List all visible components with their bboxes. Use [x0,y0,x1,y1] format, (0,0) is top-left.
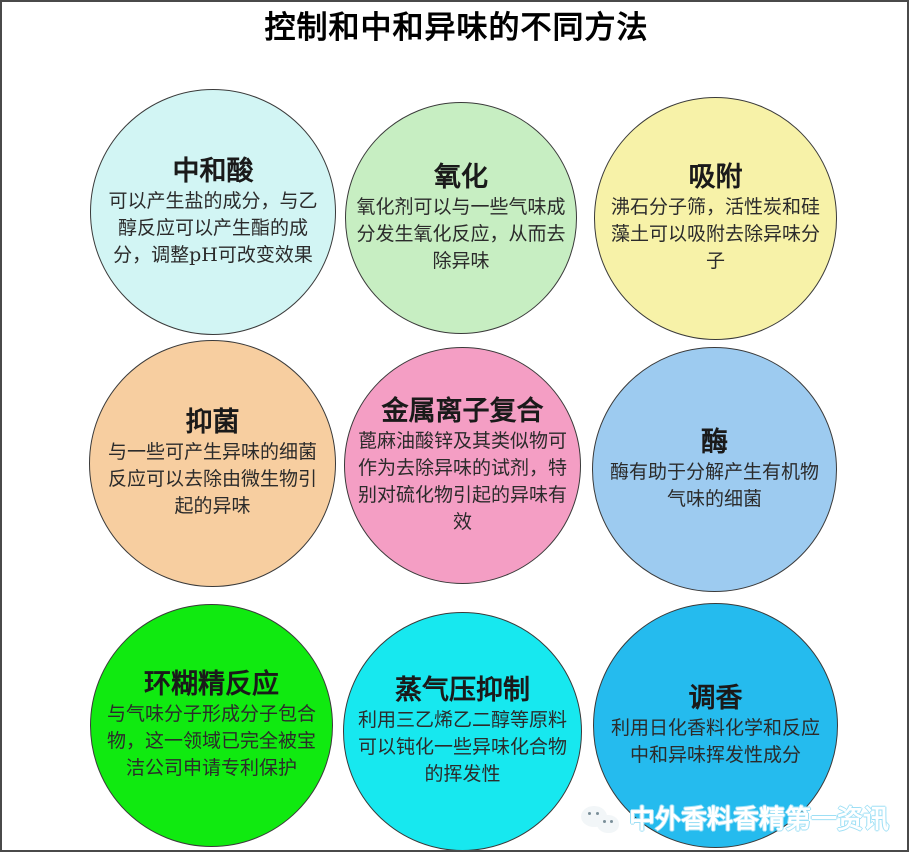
bubble-oxidation: 氧化 氧化剂可以与一些气味成分发生氧化反应，从而去除异味 [345,102,577,334]
bubble-title: 酶 [701,426,728,458]
bubble-title: 氧化 [434,161,488,193]
bubble-cyclodextrin-reaction: 环糊精反应 与气味分子形成分子包合物，这一领域已完全被宝洁公司申请专利保护 [90,604,333,847]
bubble-body: 可以产生盐的成分，与乙醇反应可以产生酯的成分，调整pH可改变效果 [108,189,318,266]
bubble-title: 中和酸 [172,155,254,187]
bubble-body: 氧化剂可以与一些气味成分发生氧化反应，从而去除异味 [356,195,566,272]
bubble-title: 蒸气压抑制 [395,675,530,706]
bubble-body: 利用日化香料化学和反应中和异味挥发性成分 [610,716,820,766]
bubble-fragrance-compounding: 调香 利用日化香料化学和反应中和异味挥发性成分 [593,603,838,848]
bubble-antibacterial: 抑菌 与一些可产生异味的细菌反应可以去除由微生物引起的异味 [89,340,336,587]
bubble-vapor-pressure-suppression: 蒸气压抑制 利用三乙烯乙二醇等原料可以钝化一些异味化合物的挥发性 [343,612,582,850]
bubble-body: 利用三乙烯乙二醇等原料可以钝化一些异味化合物的挥发性 [357,709,567,785]
bubble-body: 酶有助于分解产生有机物气味的细菌 [609,460,819,510]
bubble-body: 蓖麻油酸锌及其类似物可作为去除异味的试剂，特别对硫化物引起的异味有效 [357,429,567,533]
bubble-title: 环糊精反应 [144,669,279,700]
bubble-neutralizing-acid: 中和酸 可以产生盐的成分，与乙醇反应可以产生酯的成分，调整pH可改变效果 [90,89,336,335]
bubble-body: 沸石分子筛，活性炭和硅藻土可以吸附去除异味分子 [610,196,820,272]
bubble-body: 与气味分子形成分子包合物，这一领域已完全被宝洁公司申请专利保护 [106,703,316,779]
bubble-metal-ion-complex: 金属离子复合 蓖麻油酸锌及其类似物可作为去除异味的试剂，特别对硫化物引起的异味有… [344,347,581,584]
bubble-adsorption: 吸附 沸石分子筛，活性炭和硅藻土可以吸附去除异味分子 [594,97,837,340]
bubble-title: 抑菌 [185,407,240,438]
bubble-enzyme: 酶 酶有助于分解产生有机物气味的细菌 [592,347,837,592]
bubble-title: 金属离子复合 [381,395,544,427]
page-title: 控制和中和异味的不同方法 [264,10,649,46]
bubble-title: 吸附 [688,162,743,193]
bubble-title: 调香 [688,682,743,714]
bubble-body: 与一些可产生异味的细菌反应可以去除由微生物引起的异味 [107,441,317,517]
